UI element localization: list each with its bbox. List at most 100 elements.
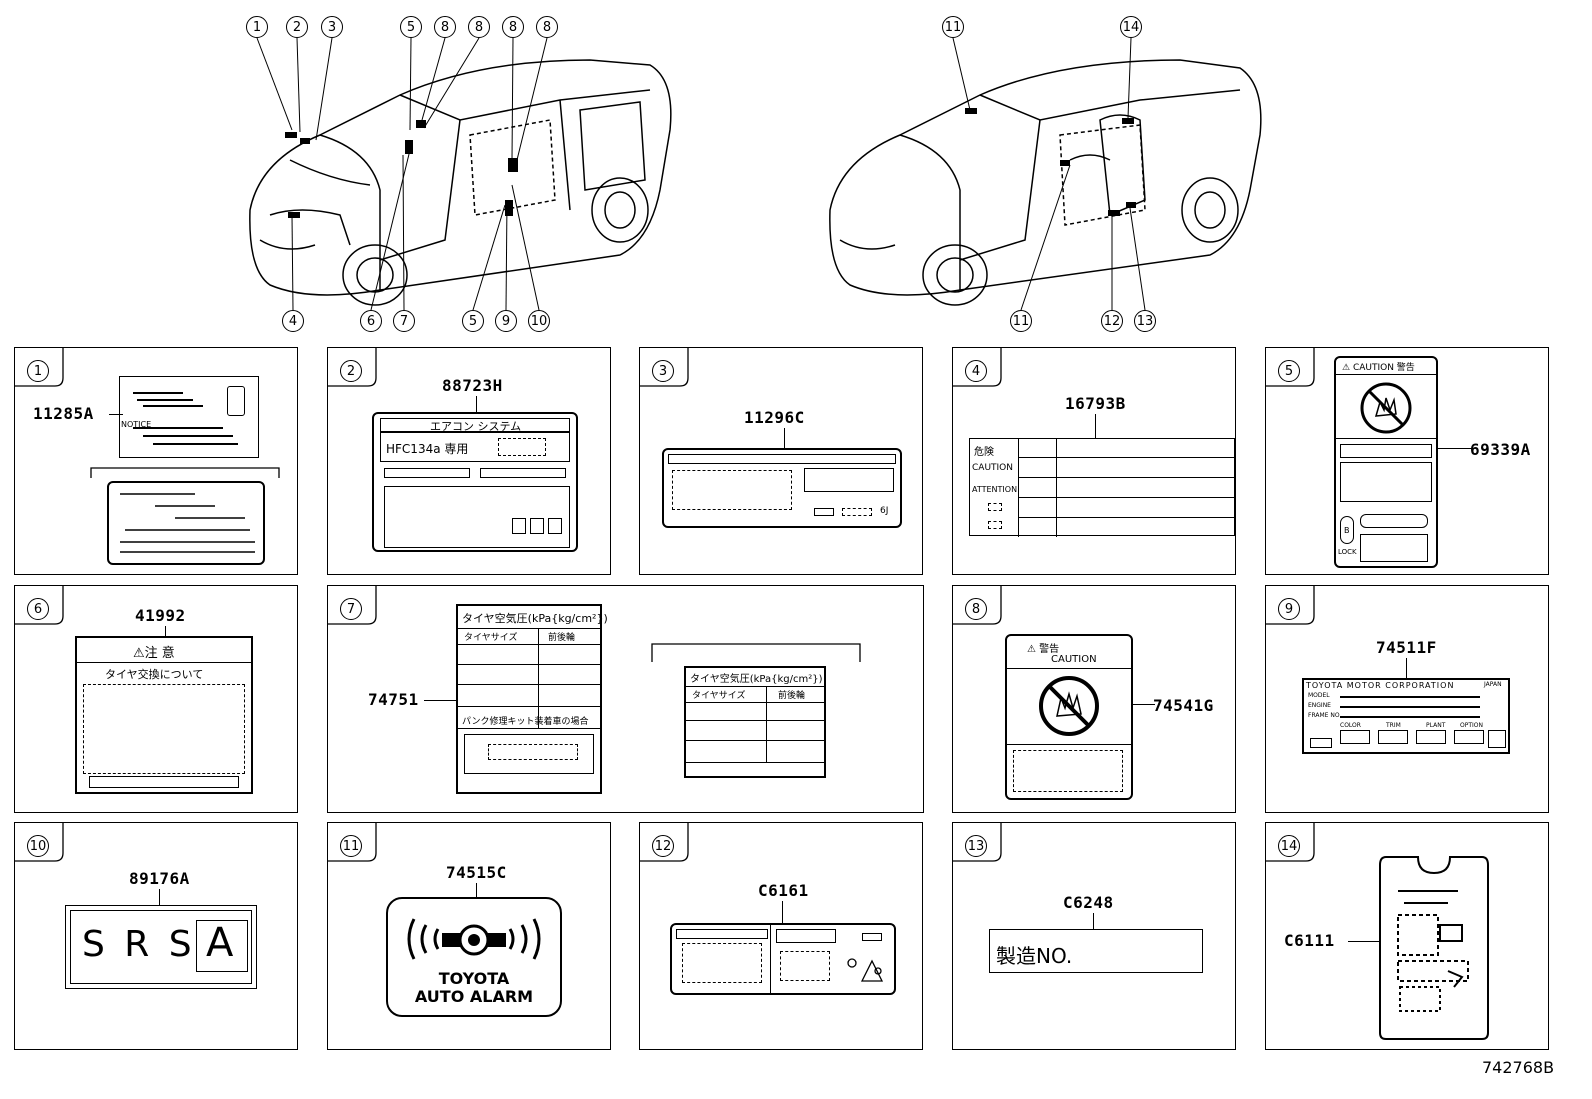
callout-1: 1 [246, 16, 268, 38]
tire-pressure-small-text: タイヤ空気圧(kPa{kg/cm²}) [690, 674, 823, 685]
plant-text: PLANT [1426, 722, 1446, 729]
callout-7: 7 [393, 310, 415, 332]
panel-10: 10 89176A S R S A [14, 822, 298, 1050]
part-number: 88723H [442, 376, 503, 395]
part-number: 69339A [1470, 440, 1531, 459]
callout-5-bottom: 5 [462, 310, 484, 332]
car-right-illustration [829, 59, 1262, 306]
label-74541g: ⚠ 警告 CAUTION [1005, 634, 1133, 800]
label-c6111-tag [1379, 856, 1489, 1040]
callout-14: 14 [1120, 16, 1142, 38]
part-number: 11296C [744, 408, 805, 427]
alarm-icon [407, 918, 541, 960]
srs-a-text: A [206, 920, 234, 966]
callout-4: 4 [282, 310, 304, 332]
caution-warning-text: ⚠ CAUTION 警告 [1342, 363, 1415, 373]
danger-text: 危険 [974, 447, 994, 458]
color-text: COLOR [1340, 722, 1361, 729]
panel-number: 3 [652, 360, 674, 382]
label-88723h: エアコン システム HFC134a 専用 [372, 412, 578, 552]
label-c6161 [670, 923, 896, 995]
callout-3: 3 [321, 16, 343, 38]
panel-number: 2 [340, 360, 362, 382]
callout-9: 9 [495, 310, 517, 332]
label-c6248: 製造NO. [989, 929, 1203, 973]
part-number: C6111 [1284, 931, 1335, 950]
option-text: OPTION [1460, 722, 1483, 729]
panel-9: 9 74511F TOYOTA MOTOR CORPORATION JAPAN … [1265, 585, 1549, 813]
label-lines [133, 392, 238, 445]
battery-icon [227, 386, 245, 416]
panel-number: 11 [340, 835, 362, 857]
panel-number: 4 [965, 360, 987, 382]
label-11285a-bottom [107, 481, 265, 565]
label-74751-small: タイヤ空気圧(kPa{kg/cm²}) タイヤサイズ 前後輪 [684, 666, 826, 778]
label-74751-large: タイヤ空気圧(kPa{kg/cm²}) タイヤサイズ 前後輪 パンク修理キット装… [456, 604, 608, 794]
attention-text: ATTENTION [972, 485, 1018, 494]
notice-text: NOTICE [121, 420, 152, 429]
panel-number: 13 [965, 835, 987, 857]
label-69339a: ⚠ CAUTION 警告 B LOCK [1334, 356, 1438, 568]
panel-number: 1 [27, 360, 49, 382]
engine-text: ENGINE [1308, 702, 1331, 709]
panel-number: 9 [1278, 598, 1300, 620]
panel-number: 6 [27, 598, 49, 620]
part-number: 74751 [368, 690, 419, 709]
panel-number: 8 [965, 598, 987, 620]
panel-number: 7 [340, 598, 362, 620]
panel-number: 12 [652, 835, 674, 857]
auto-alarm-text: AUTO ALARM [414, 987, 534, 1006]
part-number: 41992 [135, 606, 186, 625]
callout-8-b: 8 [468, 16, 490, 38]
label-11296c: 6J [662, 448, 902, 528]
overview-left-car [230, 40, 690, 310]
panel-7: 7 74751 タイヤ空気圧(kPa{kg/cm²}) タイヤサイズ 前後輪 パ… [327, 585, 924, 813]
panel-5: 5 ⚠ CAUTION 警告 B LOCK 69339A [1265, 347, 1549, 575]
panel-13: 13 C6248 製造NO. [952, 822, 1236, 1050]
toyota-text: TOYOTA [438, 969, 510, 988]
panel-2: 2 88723H エアコン システム HFC134a 専用 [327, 347, 611, 575]
car-left-illustration [249, 59, 672, 306]
callout-10: 10 [528, 310, 550, 332]
trim-text: TRIM [1386, 722, 1401, 729]
puncture-kit-text: パンク修理キット装着車の場合 [462, 717, 589, 727]
lock-text: LOCK [1338, 548, 1357, 556]
srs-text: S R S [82, 924, 196, 965]
label-41992: ⚠注 意 タイヤ交換について [75, 636, 253, 794]
label-89176a: S R S A [65, 905, 257, 989]
callout-13: 13 [1134, 310, 1156, 332]
japan-text: JAPAN [1484, 681, 1502, 688]
callout-8-d: 8 [536, 16, 558, 38]
panel-4: 4 16793B 危険 CAUTION ATTENTION [952, 347, 1236, 575]
panel-8: 8 ⚠ 警告 CAUTION 74541G [952, 585, 1236, 813]
overview-right-car [810, 40, 1290, 310]
callout-8-c: 8 [502, 16, 524, 38]
panel-1: 1 11285A NOTICE [14, 347, 298, 575]
callout-6: 6 [360, 310, 382, 332]
callout-5-top: 5 [400, 16, 422, 38]
panel-6: 6 41992 ⚠注 意 タイヤ交換について [14, 585, 298, 813]
aircon-system-text: エアコン システム [430, 420, 522, 433]
label-16793b: 危険 CAUTION ATTENTION [969, 438, 1236, 537]
front-rear-text: 前後輪 [548, 633, 576, 643]
tire-size-text: タイヤサイズ [464, 633, 518, 643]
callout-11-top: 11 [942, 16, 964, 38]
diagram-code: 742768B [1482, 1058, 1555, 1077]
label-74511f: TOYOTA MOTOR CORPORATION JAPAN MODEL ENG… [1302, 678, 1510, 754]
no-hand-icon [1039, 676, 1099, 736]
lock-b-text: B [1344, 526, 1350, 535]
toyota-corp-text: TOYOTA MOTOR CORPORATION [1306, 681, 1455, 690]
panel-number: 10 [27, 835, 49, 857]
panel-3: 3 11296C 6J [639, 347, 923, 575]
front-rear-small-text: 前後輪 [778, 691, 806, 701]
tire-size-small-text: タイヤサイズ [692, 691, 746, 701]
callout-8-a: 8 [434, 16, 456, 38]
caution-text: CAUTION [1051, 654, 1097, 665]
callout-12: 12 [1101, 310, 1123, 332]
label-11285a-top [119, 376, 259, 458]
serial-no-text: 製造NO. [996, 944, 1073, 968]
callout-2: 2 [286, 16, 308, 38]
panel-14: 14 C6111 [1265, 822, 1549, 1050]
part-number: C6161 [758, 881, 809, 900]
